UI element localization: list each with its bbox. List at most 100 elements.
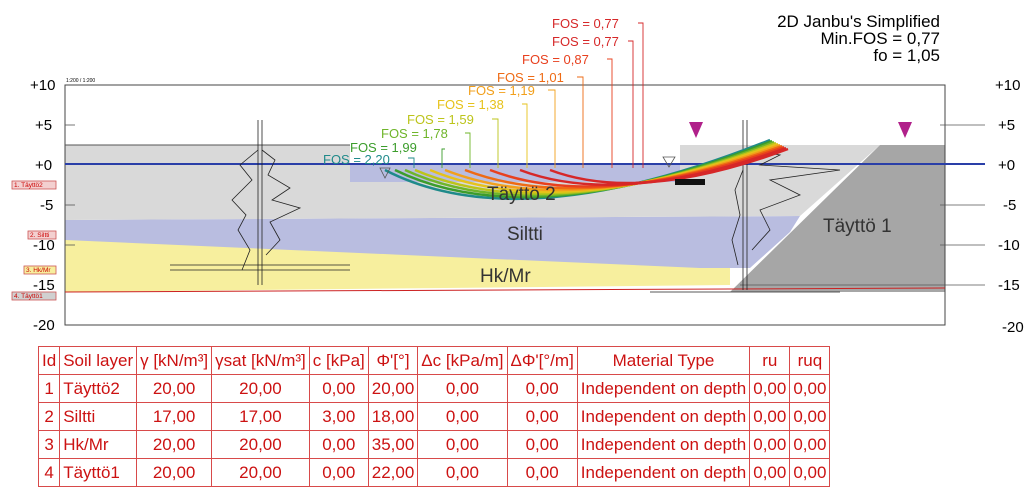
table-cell: 20,00 [211, 458, 310, 487]
table-cell: 0,00 [417, 430, 508, 459]
layer-name-fill2: Täyttö 2 [487, 184, 556, 205]
table-cell: 0,00 [789, 402, 831, 431]
table-cell: 20,00 [211, 430, 310, 459]
layer-name-silt: Siltti [507, 224, 543, 245]
fos-label: FOS = 2,20 [323, 152, 390, 167]
elevation-label: -5 [1003, 197, 1016, 214]
table-cell: Hk/Mr [59, 430, 138, 459]
soil-properties-table: Id Soil layer γ [kN/m³] γsat [kN/m³] c [… [37, 346, 831, 487]
fos-label: FOS = 1,59 [407, 112, 474, 127]
table-cell: 0,00 [749, 402, 791, 431]
analysis-method: 2D Janbu's Simplified [777, 12, 940, 31]
table-cell: 18,00 [367, 402, 419, 431]
fos-label: FOS = 0,77 [552, 16, 619, 31]
table-cell: 20,00 [211, 374, 310, 403]
slip-surfaces [384, 138, 789, 201]
layer-tag: 2. Siltti [30, 232, 50, 239]
water-level-marker [662, 156, 676, 168]
table-header-row: Id Soil layer γ [kN/m³] γsat [kN/m³] c [… [37, 346, 831, 375]
elevation-label: -15 [33, 277, 55, 294]
scale-label: 1:200 / 1:200 [66, 78, 95, 84]
borehole-left [170, 120, 350, 285]
table-cell: 2 [37, 402, 61, 431]
table-cell: 17,00 [211, 402, 310, 431]
table-cell: 4 [37, 458, 61, 487]
fos-label: FOS = 1,78 [381, 126, 448, 141]
table-cell: 20,00 [136, 458, 213, 487]
column-header: Φ'[°] [367, 346, 419, 375]
table-cell: 0,00 [749, 430, 791, 459]
elevation-label: -10 [33, 237, 55, 254]
table-cell: 3 [37, 430, 61, 459]
fos-label: FOS = 1,38 [437, 97, 504, 112]
table-row: 4 Täyttö1 20,00 20,00 0,00 22,00 0,00 0,… [37, 458, 831, 487]
elevation-label: +10 [995, 77, 1020, 94]
bottom-boundary [64, 287, 946, 293]
table-cell: 22,00 [367, 458, 419, 487]
column-header: Id [37, 346, 61, 375]
elevation-label: +5 [35, 117, 52, 134]
load-marker [689, 122, 703, 138]
table-cell: 35,00 [367, 430, 419, 459]
fo-value: fo = 1,05 [873, 46, 940, 65]
cross-section-diagram: FOS = 0,77 FOS = 0,77 FOS = 0,87 FOS = 1… [11, 12, 1024, 336]
elevation-label: +5 [998, 117, 1015, 134]
load-marker [898, 122, 912, 138]
table-row: 2 Siltti 17,00 17,00 3,00 18,00 0,00 0,0… [37, 402, 831, 431]
table-cell: Independent on depth [576, 430, 751, 459]
table-cell: Independent on depth [576, 458, 751, 487]
column-header: γsat [kN/m³] [211, 346, 310, 375]
layer-name-hk: Hk/Mr [480, 266, 531, 287]
min-fos: Min.FOS = 0,77 [820, 29, 940, 48]
column-header: Δc [kPa/m] [417, 346, 508, 375]
table-cell: Independent on depth [576, 374, 751, 403]
elevation-gridlines [65, 124, 985, 286]
column-header: ru [749, 346, 791, 375]
column-header: c [kPa] [308, 346, 369, 375]
elevation-labels-left: +10 +5 +0 -5 -10 -15 -20 [30, 77, 55, 334]
column-header: ruq [789, 346, 831, 375]
fos-label: FOS = 0,77 [552, 34, 619, 49]
fos-label: FOS = 0,87 [522, 52, 589, 67]
table-cell: 17,00 [136, 402, 213, 431]
layer-tags: 1. Täyttö2 2. Siltti 3. Hk/Mr 4. Täyttö1 [11, 180, 57, 301]
table-cell: 0,00 [417, 402, 508, 431]
table-cell: 0,00 [308, 430, 369, 459]
fos-label: FOS = 1,01 [497, 70, 564, 85]
table-cell: 0,00 [417, 458, 508, 487]
fos-leaders [408, 22, 644, 168]
table-cell: 0,00 [506, 430, 578, 459]
table-cell: Täyttö2 [59, 374, 138, 403]
borehole-right [650, 120, 841, 293]
table-cell: 0,00 [506, 458, 578, 487]
elevation-label: -5 [40, 197, 53, 214]
table-cell: Täyttö1 [59, 458, 138, 487]
column-header: γ [kN/m³] [136, 346, 213, 375]
elevation-label: +10 [30, 77, 55, 94]
silt-layer [65, 216, 800, 268]
table-cell: 0,00 [506, 374, 578, 403]
table-row: 3 Hk/Mr 20,00 20,00 0,00 35,00 0,00 0,00… [37, 430, 831, 459]
column-header: ΔΦ'[°/m] [506, 346, 578, 375]
layer-tag: 3. Hk/Mr [26, 267, 51, 274]
table-cell: 1 [37, 374, 61, 403]
table-cell: 0,00 [506, 402, 578, 431]
fill1-layer [730, 145, 945, 292]
table-cell: 0,00 [789, 430, 831, 459]
table-cell: 0,00 [417, 374, 508, 403]
elevation-label: -20 [1002, 319, 1024, 336]
table-cell: 20,00 [136, 374, 213, 403]
table-cell: Siltti [59, 402, 138, 431]
water-level-marker [379, 167, 391, 179]
elevation-label: -20 [33, 317, 55, 334]
elevation-label: +0 [35, 157, 52, 174]
structure-block [675, 179, 705, 185]
table-row: 1 Täyttö2 20,00 20,00 0,00 20,00 0,00 0,… [37, 374, 831, 403]
elevation-labels-right: +10 +5 +0 -5 -10 -15 -20 [995, 77, 1024, 336]
table-cell: 0,00 [789, 458, 831, 487]
table-cell: 0,00 [749, 374, 791, 403]
elevation-label: -10 [998, 237, 1020, 254]
column-header: Material Type [576, 346, 751, 375]
table-cell: 3,00 [308, 402, 369, 431]
table-cell: 0,00 [789, 374, 831, 403]
